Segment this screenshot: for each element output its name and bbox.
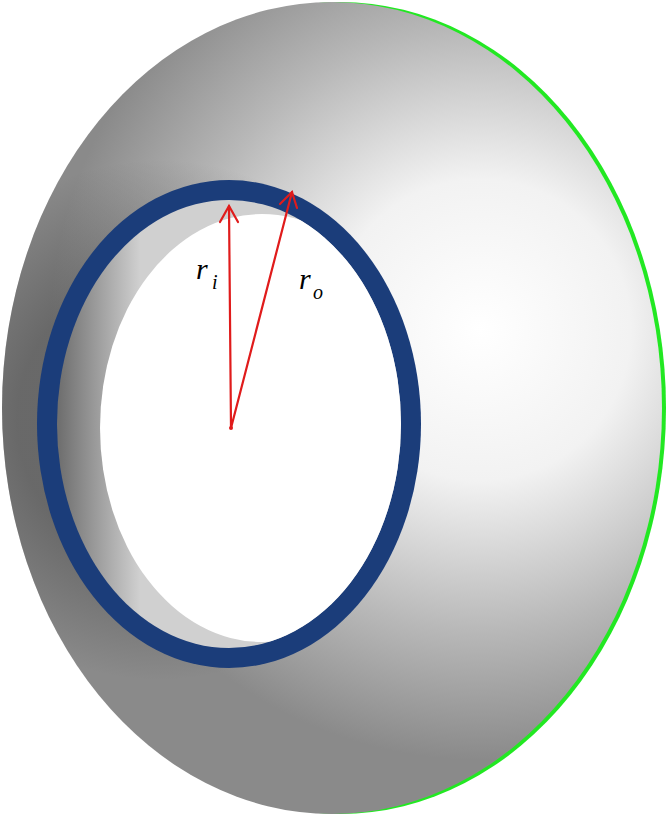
radius-subscript: i bbox=[212, 272, 218, 292]
outer-radius-arrow bbox=[231, 192, 292, 428]
arrowhead bbox=[280, 192, 297, 208]
inner-radius-arrow bbox=[229, 206, 231, 428]
radius-subscript: o bbox=[313, 282, 323, 302]
radius-arrows bbox=[220, 192, 297, 428]
arrowhead bbox=[220, 206, 238, 222]
radius-symbol: r bbox=[299, 264, 311, 294]
hole bbox=[100, 214, 424, 642]
center-point bbox=[229, 426, 233, 430]
radius-symbol: r bbox=[196, 254, 208, 284]
